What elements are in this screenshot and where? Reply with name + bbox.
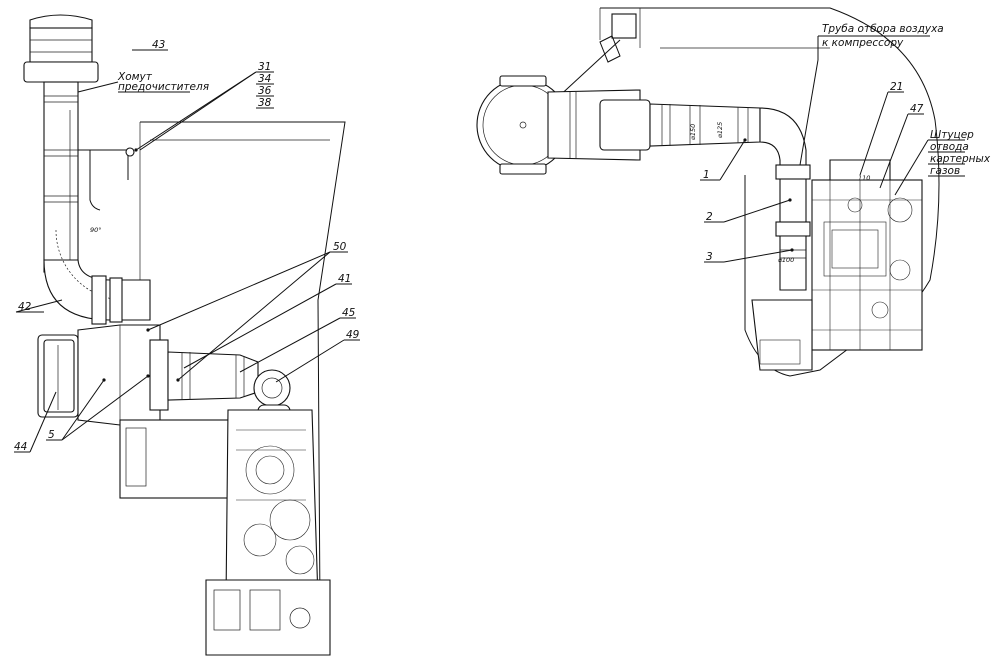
callout-42: 42: [18, 301, 32, 313]
right-leaders: [700, 35, 965, 263]
intake-pipe-vertical: [43, 81, 79, 273]
top-bracket: [554, 13, 637, 101]
dim-150: ⌀150: [689, 124, 697, 140]
air-filter-round: [476, 75, 651, 175]
intake-pipe-1: [649, 103, 761, 147]
elbow-down: [759, 107, 811, 291]
clamp-note-line1: Хомут: [117, 71, 153, 83]
callout-36: 36: [258, 85, 272, 97]
callout-1: 1: [703, 169, 710, 181]
bolt: [125, 147, 135, 157]
pipe-note-line1: Труба отбора воздуха: [822, 23, 944, 35]
fitting-note-line1: Штуцер: [930, 129, 974, 141]
callout-38: 38: [258, 97, 272, 109]
callout-34: 34: [258, 73, 271, 85]
pipe-bracket: [78, 149, 129, 211]
callout-45: 45: [342, 307, 356, 319]
callout-3: 3: [706, 251, 713, 263]
engine-detail: [751, 159, 923, 371]
pipe-note-line2: к компрессору: [822, 37, 904, 49]
left-assembly-view: 43 Хомут предочистителя 31 34 36 38 90° …: [14, 14, 360, 656]
angle-label: 90°: [90, 226, 102, 234]
callout-21: 21: [890, 81, 903, 93]
callout-47: 47: [910, 103, 924, 115]
callout-49: 49: [346, 329, 360, 341]
frame-line: [599, 8, 830, 49]
air-filter-housing: [37, 324, 169, 426]
engine-block: [119, 409, 331, 656]
cab-contour: [600, 7, 940, 377]
clamp-note-line2: предочистителя: [118, 81, 209, 93]
fitting-note-line2: отвода: [930, 141, 969, 153]
callout-43: 43: [152, 39, 165, 51]
callout-41: 41: [338, 273, 351, 285]
fitting-note-line3: картерных: [930, 153, 991, 165]
cab-outline: [140, 121, 346, 611]
callout-50: 50: [333, 241, 347, 253]
precleaner-cap: [23, 14, 99, 83]
intake-hose: [167, 351, 259, 401]
elbow-pipe: [43, 229, 151, 325]
dim-100: ⌀100: [778, 256, 794, 264]
dim-125: ⌀125: [716, 122, 724, 138]
left-leaders: [14, 49, 360, 453]
callout-2: 2: [706, 211, 713, 223]
dim-110: 110: [858, 174, 870, 182]
callout-5: 5: [48, 429, 55, 441]
callout-31: 31: [258, 61, 271, 73]
right-assembly-view: Труба отбора воздуха к компрессору 21 47…: [476, 7, 991, 377]
callout-44: 44: [14, 441, 27, 453]
fitting-note-line4: газов: [930, 165, 960, 177]
